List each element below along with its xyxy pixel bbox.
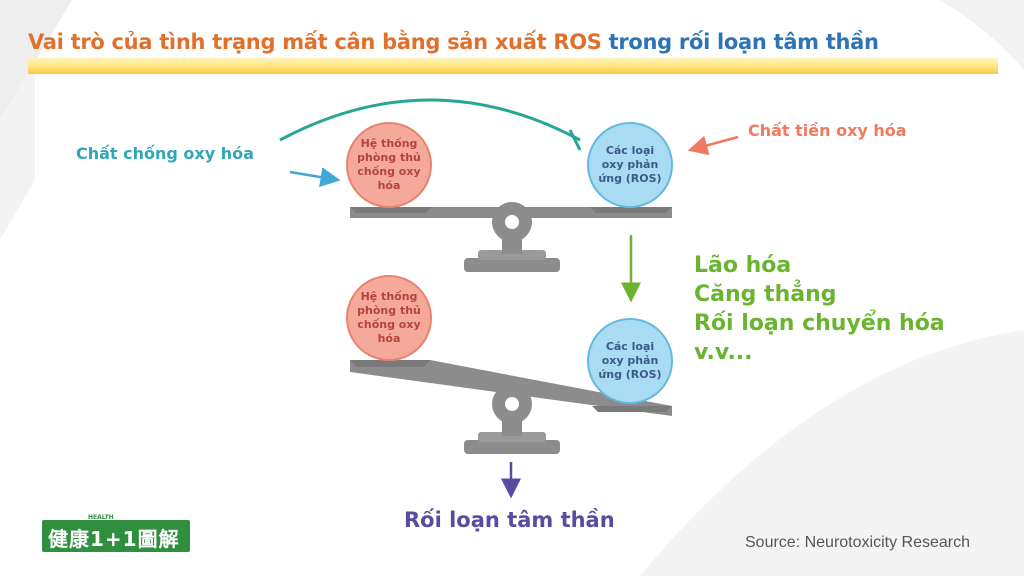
page-title: Vai trò của tình trạng mất cân bằng sản … xyxy=(28,30,879,54)
prooxidant-arrow xyxy=(687,135,739,156)
inhibition-bar xyxy=(568,129,582,151)
bottom-scale xyxy=(346,275,673,454)
top-scale xyxy=(346,122,673,272)
antioxidant-arrow xyxy=(289,167,341,187)
effect-item: Căng thẳng xyxy=(694,282,837,307)
effect-item: Lão hóa xyxy=(694,253,792,278)
antioxidant-defense-ball xyxy=(346,275,432,361)
outcome-label: Rối loạn tâm thần xyxy=(404,508,615,532)
effects-list: Lão hóa Căng thẳng Rối loạn chuyển hóa v… xyxy=(694,251,945,367)
title-underline-bar xyxy=(28,58,998,74)
antioxidant-defense-ball xyxy=(346,122,432,208)
antioxidant-label: Chất chống oxy hóa xyxy=(76,144,254,163)
source-citation: Source: Neurotoxicity Research xyxy=(745,534,970,551)
ros-ball xyxy=(587,318,673,404)
effect-item: v.v... xyxy=(694,340,753,365)
brand-logo: HEALTH 健康1+1圖解 xyxy=(42,514,190,552)
effect-item: Rối loạn chuyển hóa xyxy=(694,311,945,336)
inhibition-arc xyxy=(279,98,581,142)
ros-ball xyxy=(587,122,673,208)
prooxidant-label: Chất tiền oxy hóa xyxy=(748,121,907,140)
